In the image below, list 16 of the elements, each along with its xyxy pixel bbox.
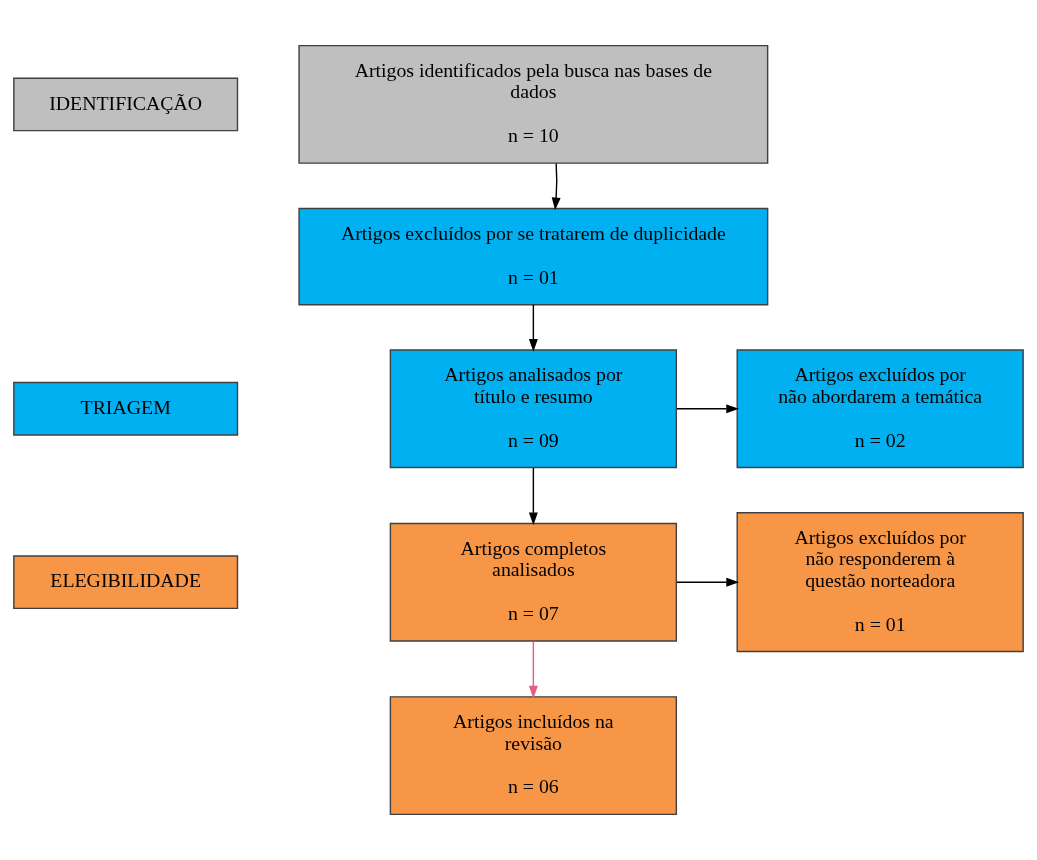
node-box: Artigos incluídos na revisão n = 06 (389, 696, 678, 816)
node-box: TRIAGEM (13, 381, 239, 436)
arrow (551, 162, 561, 211)
node-box: Artigos excluídos por não abordarem a temática n = 02 (736, 349, 1024, 469)
node-box: ELEGIBILIDADE (13, 555, 239, 610)
node-box: Artigos identificados pela busca nas bases de dados n = 10 (298, 44, 769, 164)
arrow (528, 467, 538, 526)
node-box: Artigos excluídos por se tratarem de duplicidade n = 01 (298, 207, 769, 306)
arrow (676, 404, 740, 414)
node-box: Artigos analisados por título e resumo n = 09 (389, 349, 678, 469)
arrow (528, 640, 538, 699)
node-box: Artigos completos analisados n = 07 (389, 522, 678, 642)
arrow (676, 577, 740, 587)
arrow (528, 304, 538, 352)
node-box: Artigos excluídos por não responderem à questão norteadora n = 01 (736, 512, 1024, 653)
node-box: IDENTIFICAÇÃO (13, 77, 239, 132)
